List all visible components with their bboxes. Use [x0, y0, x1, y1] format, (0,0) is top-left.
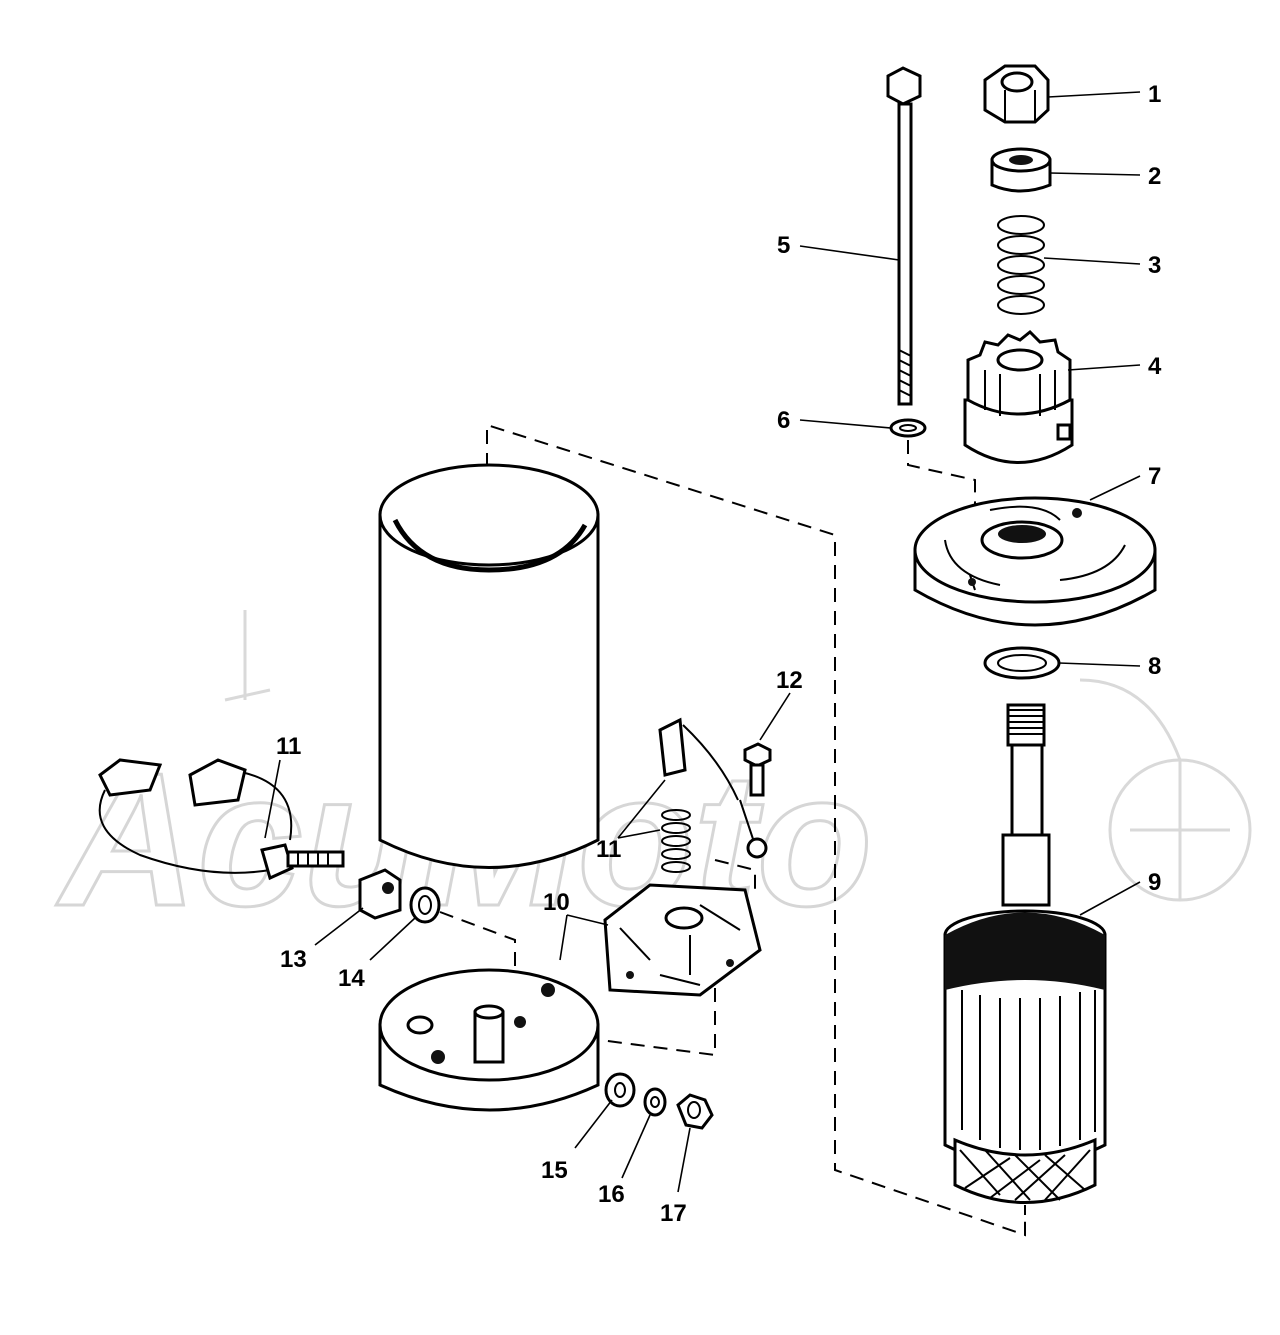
leader-lines [264, 91, 1141, 1193]
callout-10: 10 [543, 889, 570, 916]
spacer-bushing [990, 147, 1052, 193]
thrust-washer [983, 646, 1061, 680]
callout-17: 17 [660, 1200, 687, 1227]
callout-3: 3 [1148, 252, 1161, 279]
screw [743, 742, 772, 797]
brush-holder [603, 883, 762, 997]
through-bolt [886, 66, 922, 406]
terminal-insulator [358, 868, 402, 920]
callout-6: 6 [777, 407, 790, 434]
drive-pinion [963, 329, 1074, 464]
callout-1: 1 [1148, 81, 1161, 108]
callout-9: 9 [1148, 869, 1161, 896]
lock-washer-small [643, 1087, 667, 1117]
flat-washer [604, 1072, 636, 1108]
callout-11-left: 11 [276, 733, 301, 760]
drive-end-frame [913, 496, 1157, 627]
callout-14: 14 [338, 965, 365, 992]
lock-washer [889, 418, 927, 438]
callout-labels: 1 2 3 4 5 6 7 8 9 10 11 11 12 13 14 15 1… [276, 81, 1162, 1227]
callout-8: 8 [1148, 653, 1161, 680]
hex-nut-small [676, 1093, 714, 1130]
brush-set-left [98, 758, 345, 881]
callout-7: 7 [1148, 463, 1161, 490]
spring [997, 215, 1045, 315]
field-frame [378, 463, 600, 869]
callout-13: 13 [280, 946, 307, 973]
callout-15: 15 [541, 1157, 568, 1184]
hex-nut-top [983, 64, 1050, 124]
callout-12: 12 [776, 667, 803, 694]
insulating-washer [409, 886, 441, 924]
brush-set-right [658, 717, 768, 873]
callout-4: 4 [1148, 353, 1162, 380]
callout-5: 5 [777, 232, 790, 259]
callout-16: 16 [598, 1181, 625, 1208]
callout-2: 2 [1148, 163, 1161, 190]
callout-11-right: 11 [596, 836, 621, 863]
commutator-end-head [378, 968, 600, 1112]
armature [943, 703, 1107, 1215]
